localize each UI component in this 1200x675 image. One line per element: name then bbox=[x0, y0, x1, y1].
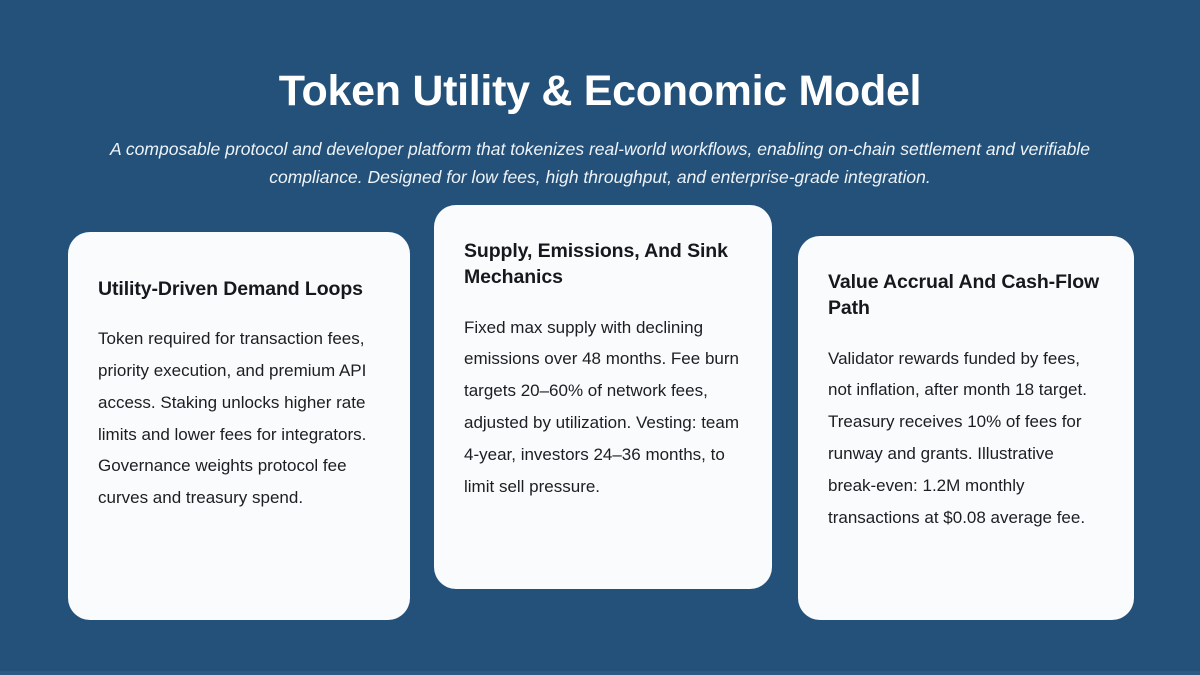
card-utility-driven-demand-loops: Utility-Driven Demand Loops Token requir… bbox=[68, 232, 410, 620]
card-body: Validator rewards funded by fees, not in… bbox=[828, 348, 1087, 527]
page-title: Token Utility & Economic Model bbox=[278, 66, 922, 115]
bottom-accent-band bbox=[0, 671, 1200, 675]
card-title: Utility-Driven Demand Loops bbox=[98, 278, 363, 300]
card-body: Fixed max supply with declining emission… bbox=[464, 317, 739, 496]
card-supply-emissions-and-sink-mechanics: Supply, Emissions, And Sink Mechanics Fi… bbox=[434, 205, 772, 589]
card-body: Token required for transaction fees, pri… bbox=[98, 329, 367, 508]
card-title: Supply, Emissions, And Sink Mechanics bbox=[464, 240, 728, 289]
card-value-accrual-and-cash-flow-path: Value Accrual And Cash-Flow Path Validat… bbox=[798, 236, 1134, 620]
page-subtitle: A composable protocol and developer plat… bbox=[110, 138, 1090, 187]
card-title: Value Accrual And Cash-Flow Path bbox=[828, 271, 1100, 320]
